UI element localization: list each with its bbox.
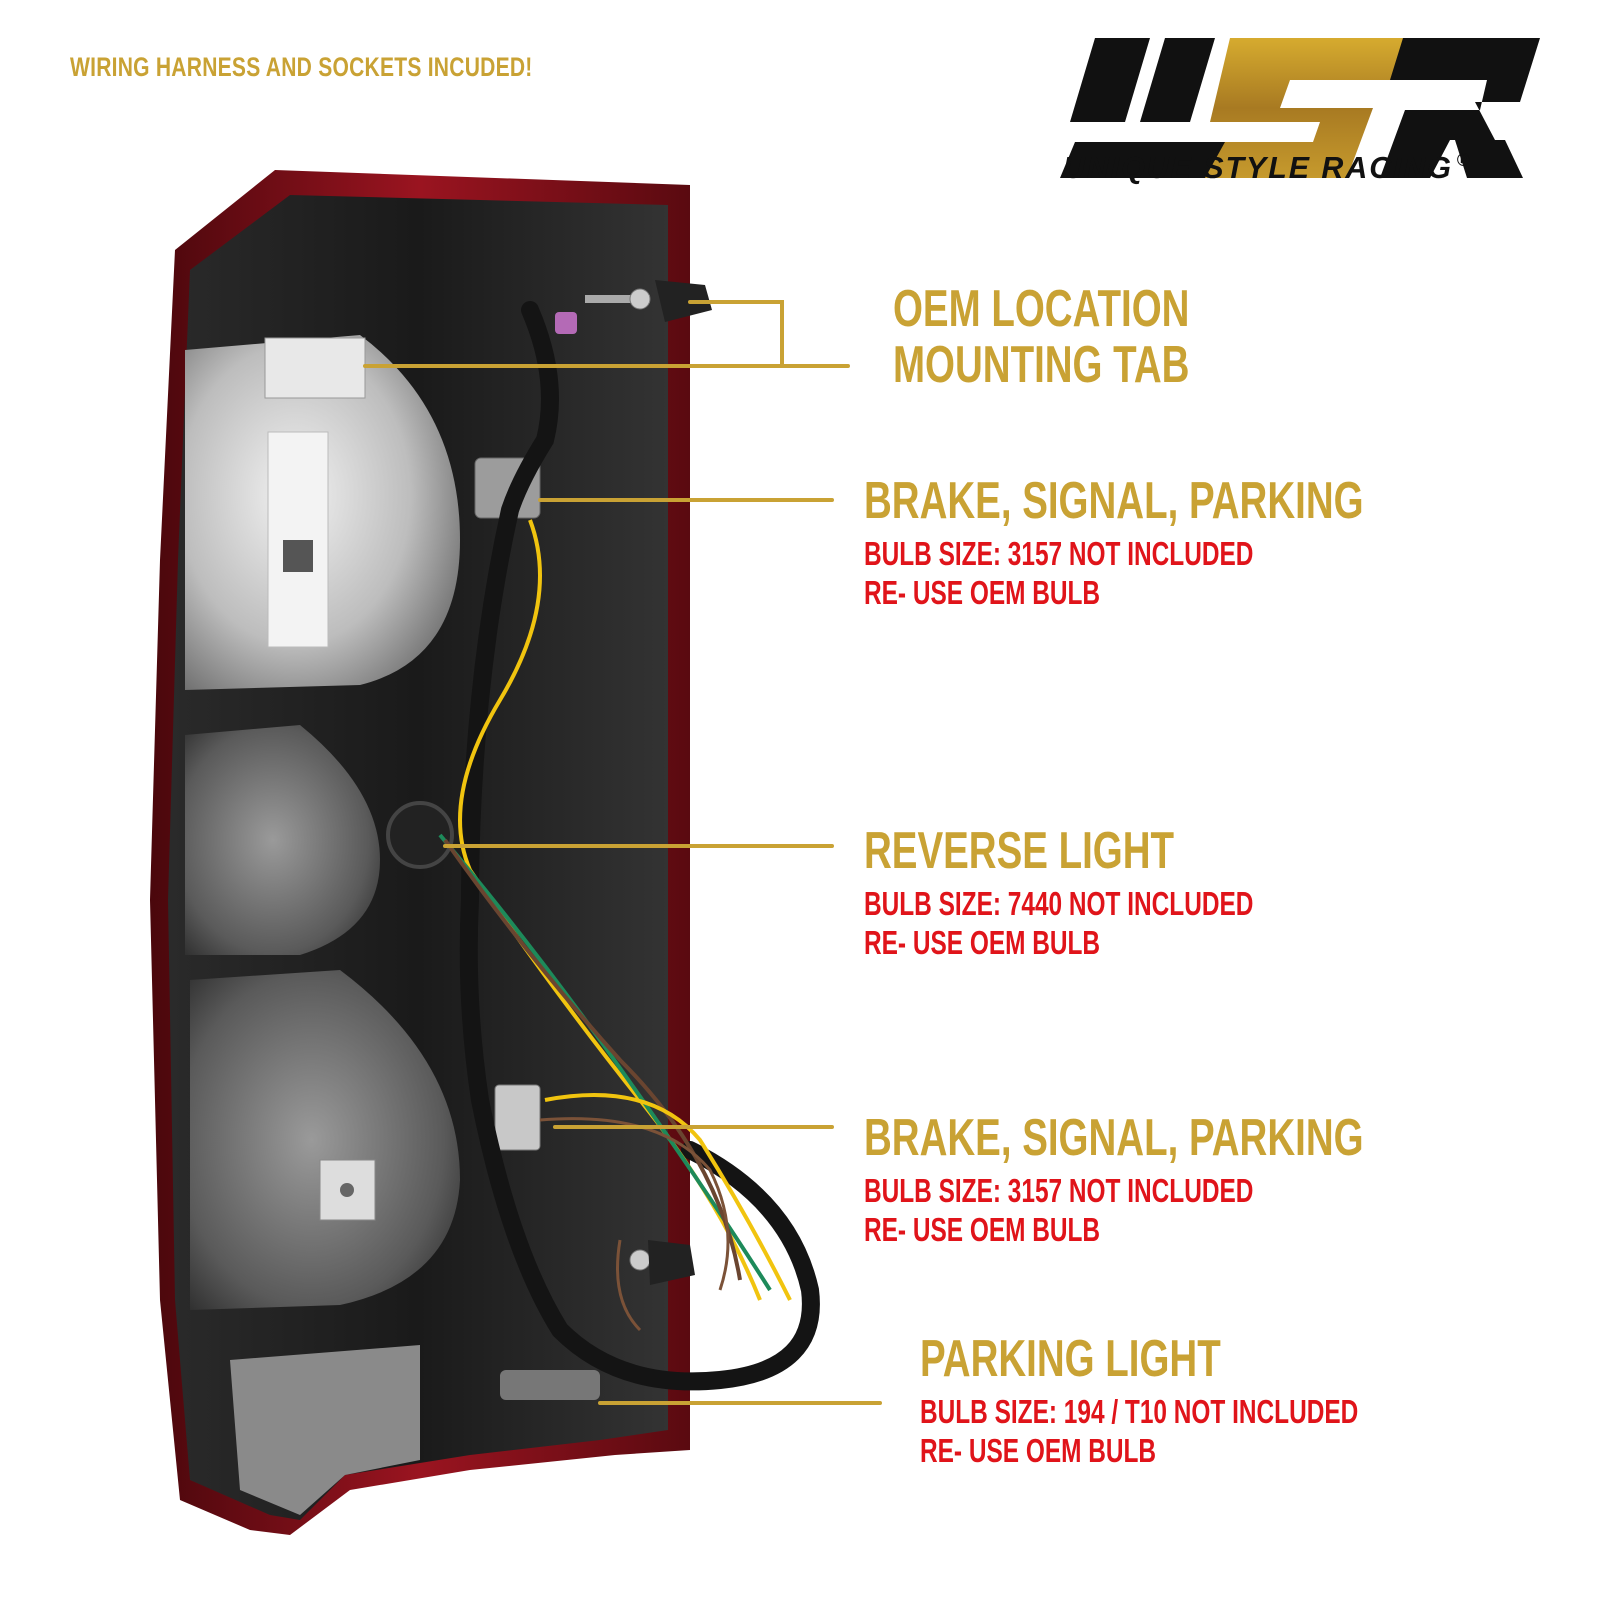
tagline-wiring-harness: WIRING HARNESS AND SOCKETS INCUDED! [70, 52, 533, 82]
callout-upper-brake-bulb-size: BULB SIZE: 3157 NOT INCLUDED [864, 535, 1254, 572]
callout-lower-brake-note: RE- USE OEM BULB [864, 1211, 1101, 1248]
callout-mounting-tab-title-line1: OEM LOCATION [893, 280, 1190, 338]
reverse-socket [386, 801, 454, 869]
registered-mark: ® [1456, 150, 1472, 170]
logo-letter-u [1060, 38, 1235, 178]
bottom-mounting-stud [629, 1240, 695, 1285]
wire-yellow-2 [544, 1093, 792, 1301]
callout-parking-bulb-size: BULB SIZE: 194 / T10 NOT INCLUDED [920, 1393, 1359, 1430]
lower-lens [190, 970, 460, 1310]
callout-reverse-bulb-size: BULB SIZE: 7440 NOT INCLUDED [864, 885, 1254, 922]
brand-name-text: UNIQUE STYLE RACING [1063, 150, 1454, 185]
wire-brown-2 [539, 1117, 730, 1291]
upper-label-sticker [267, 431, 329, 648]
callout-mounting-tab-title-line2: MOUNTING TAB [893, 336, 1190, 394]
upper-label-qr [283, 540, 313, 572]
top-mounting-stud [585, 280, 712, 322]
callout-reverse-title: REVERSE LIGHT [864, 822, 1175, 880]
callout-lower-brake-bulb-size: BULB SIZE: 3157 NOT INCLUDED [864, 1172, 1254, 1209]
callout-parking-title: PARKING LIGHT [920, 1330, 1221, 1388]
callout-upper-brake-title: BRAKE, SIGNAL, PARKING [864, 472, 1364, 530]
usr-logo [1060, 38, 1540, 178]
purple-connector [555, 312, 577, 334]
wiring-loom [459, 301, 820, 1391]
housing-bottom-base [230, 1345, 420, 1515]
callout-lower-brake-title: BRAKE, SIGNAL, PARKING [864, 1109, 1364, 1167]
wire-brown-3 [616, 1239, 642, 1332]
upper-mounting-bracket [264, 337, 366, 399]
brand-name: UNIQUE STYLE RACING® [1063, 150, 1472, 186]
middle-lens [185, 725, 380, 955]
logo-letter-r [1380, 38, 1540, 178]
callout-reverse-note: RE- USE OEM BULB [864, 924, 1101, 961]
lower-socket [494, 1084, 541, 1151]
callout-line-mounting-tab [363, 300, 850, 368]
callout-parking-note: RE- USE OEM BULB [920, 1432, 1157, 1469]
logo-letter-s [1205, 38, 1405, 178]
parking-socket [500, 1370, 600, 1400]
wire-brown [443, 838, 742, 1281]
callout-upper-brake-note: RE- USE OEM BULB [864, 574, 1101, 611]
